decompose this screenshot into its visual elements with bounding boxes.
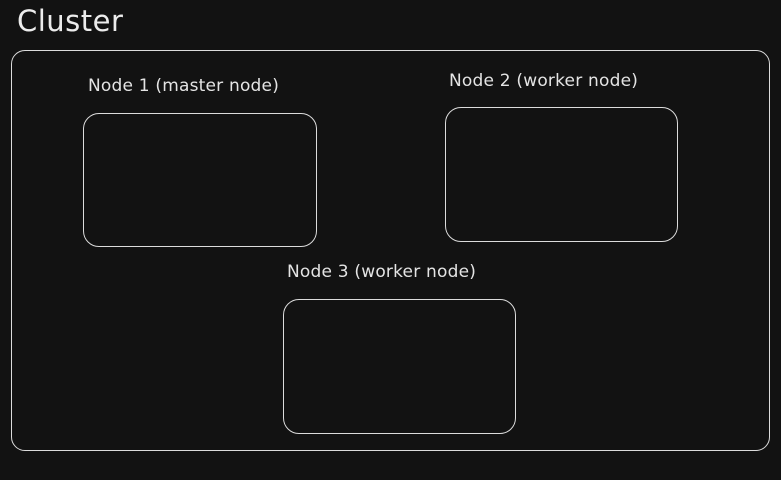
node-2-box — [445, 107, 678, 242]
node-3-label: Node 3 (worker node) — [287, 262, 477, 282]
node-3-box — [283, 299, 516, 434]
node-1-box — [83, 113, 317, 247]
cluster-box — [11, 50, 770, 451]
cluster-title: Cluster — [17, 4, 124, 38]
node-1-label: Node 1 (master node) — [88, 76, 280, 96]
node-2-label: Node 2 (worker node) — [449, 71, 639, 91]
